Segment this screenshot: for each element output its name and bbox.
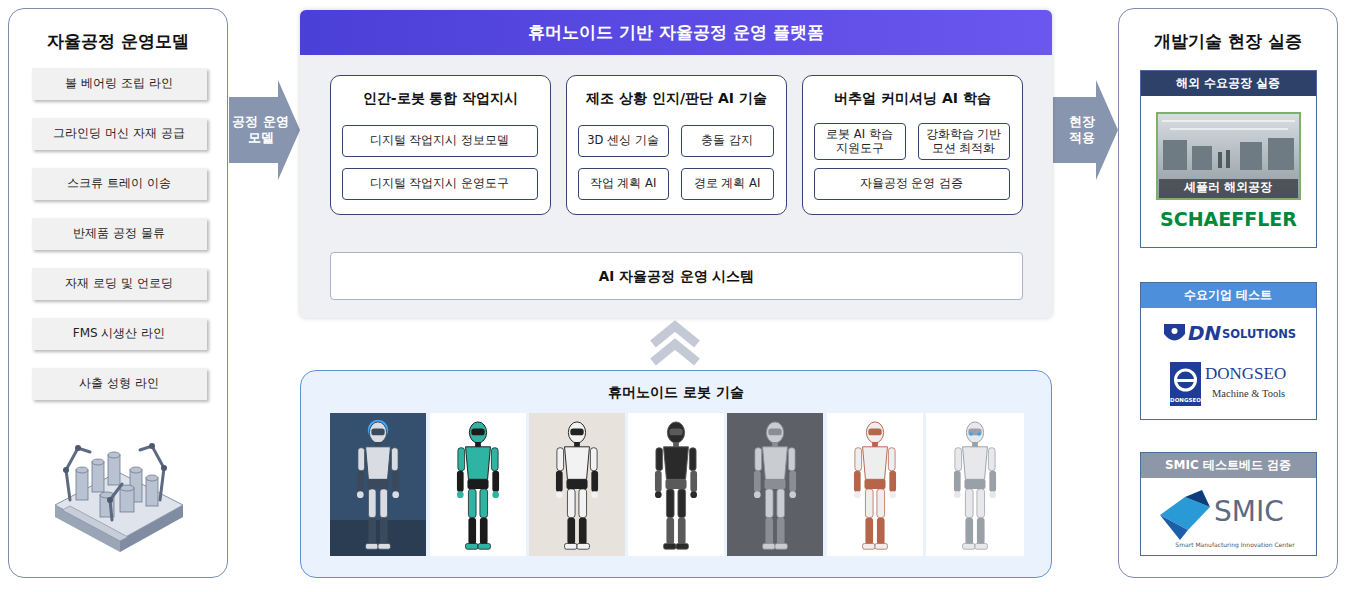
process-box: 사출 성형 라인 — [32, 368, 207, 400]
box-text: 디지털 작업지시 운영도구 — [370, 176, 509, 190]
function-box: 경로 계획 AI — [681, 168, 774, 200]
function-box: 자율공정 운영 검증 — [814, 168, 1010, 200]
company-logo: DN — [1188, 322, 1222, 345]
function-box: 작업 계획 AI — [578, 168, 669, 200]
heading: 개발기술 현장 실증 — [1154, 31, 1302, 52]
function-box: 디지털 작업지시 운영도구 — [342, 168, 538, 200]
platform-band: 휴머노이드 기반 자율공정 운영 플랫폼인간-로봇 통합 작업지시디지털 작업지… — [300, 10, 1052, 318]
logo-mark — [1160, 490, 1210, 540]
box-text: 충돌 감지 — [701, 133, 753, 147]
box-text: 디지털 작업지시 정보모델 — [370, 133, 509, 147]
system-box: AI 자율공정 운영 시스템 — [330, 252, 1023, 300]
box-text: AI 자율공정 운영 시스템 — [599, 268, 755, 285]
company-logo: DONGSEO — [1205, 364, 1315, 384]
block-arrow — [1053, 80, 1118, 180]
function-box: 충돌 감지 — [681, 125, 774, 157]
box-text: 작업 계획 AI — [590, 176, 657, 190]
process-box: 그라인딩 머신 자재 공급 — [32, 118, 207, 150]
heading: 제조 상황 인지/판단 AI 기술 — [567, 90, 786, 108]
function-box: 강화학습 기반 모션 최적화 — [918, 123, 1010, 160]
factory-photo — [1157, 113, 1300, 199]
process-box: 자재 로딩 및 언로딩 — [32, 268, 207, 300]
box-text: 반제품 공정 물류 — [73, 226, 165, 241]
function-box: 디지털 작업지시 정보모델 — [342, 125, 538, 157]
heading: 휴머노이드 로봇 기술 — [301, 384, 1051, 402]
box-text: 강화학습 기반 모션 최적화 — [922, 127, 1006, 156]
group-box: 인간-로봇 통합 작업지시디지털 작업지시 정보모델디지털 작업지시 운영도구 — [330, 75, 551, 215]
company-tagline: Machine & Tools — [1212, 388, 1312, 400]
logo-mark — [1172, 328, 1178, 334]
panel-ground — [301, 371, 1051, 577]
group-box: 버추얼 커미셔닝 AI 학습로봇 AI 학습 지원도구 강화학습 기반 모션 최적… — [802, 75, 1023, 215]
box-text: 경로 계획 AI — [694, 176, 761, 190]
company-tagline: Smart Manufacturing Innovation Center — [1160, 542, 1310, 549]
robot-panel: 휴머노이드 로봇 기술 — [300, 370, 1052, 578]
box-text: 그라인딩 머신 자재 공급 — [53, 126, 184, 141]
process-box: 스크류 트레이 이송 — [32, 168, 207, 200]
panel: 개발기술 현장 실증해외 수요공장 실증수요기업 테스트 SMIC 테스트베드 검… — [1118, 8, 1338, 578]
group-box: 제조 상황 인지/판단 AI 기술 3D 센싱 기술 충돌 감지작업 계획 AI 경로… — [566, 75, 787, 215]
block-arrow — [229, 80, 300, 180]
photo-caption: 셰플러 해외공장 — [1157, 181, 1300, 194]
heading: 해외 수요공장 실증 — [1141, 71, 1316, 96]
box-text: 3D 센싱 기술 — [587, 133, 658, 147]
company-logo: SOLUTIONS — [1222, 328, 1314, 341]
heading: SMIC 테스트베드 검증 — [1141, 453, 1316, 478]
process-box: FMS 시생산 라인 — [32, 318, 207, 350]
factory-illustration — [55, 443, 183, 552]
function-box: 로봇 AI 학습 지원도구 — [814, 123, 906, 160]
edge-label: 현장 적용 — [1059, 114, 1105, 145]
logo-text: DONGSEO — [1170, 397, 1201, 403]
demo-panel: 해외 수요공장 실증 — [1140, 70, 1317, 248]
chevron-arrow — [653, 326, 697, 362]
box-text: 로봇 AI 학습 지원도구 — [818, 127, 902, 156]
company-logo: SCHAEFFLER — [1140, 209, 1317, 231]
heading: 자율공정 운영모델 — [47, 31, 189, 52]
edge-label: 공정 운영 모델 — [230, 114, 292, 145]
heading: 버추얼 커미셔닝 AI 학습 — [803, 90, 1022, 108]
box-text: 스크류 트레이 이송 — [67, 176, 171, 191]
robot-photos — [330, 413, 1024, 556]
process-box: 반제품 공정 물류 — [32, 218, 207, 250]
heading: 휴머노이드 기반 자율공정 운영 플랫폼 — [300, 10, 1052, 55]
logo-mark — [1164, 324, 1185, 341]
demo-panel: SMIC 테스트베드 검증 — [1140, 452, 1317, 556]
heading: 수요기업 테스트 — [1141, 283, 1316, 308]
company-logo: SMIC — [1214, 496, 1310, 528]
box-text: 사출 성형 라인 — [79, 376, 159, 391]
function-box: 3D 센싱 기술 — [578, 125, 669, 157]
box-text: 자율공정 운영 검증 — [860, 176, 963, 190]
logo-mark — [1170, 362, 1201, 406]
box-text: 볼 베어링 조립 라인 — [65, 76, 172, 91]
heading: 인간-로봇 통합 작업지시 — [331, 90, 550, 108]
process-box: 볼 베어링 조립 라인 — [32, 68, 207, 100]
box-text: FMS 시생산 라인 — [73, 326, 166, 341]
demo-panel: 수요기업 테스트 — [1140, 282, 1317, 420]
box-text: 자재 로딩 및 언로딩 — [65, 276, 172, 291]
panel: 자율공정 운영모델볼 베어링 조립 라인그라인딩 머신 자재 공급스크류 트레이… — [8, 8, 228, 578]
